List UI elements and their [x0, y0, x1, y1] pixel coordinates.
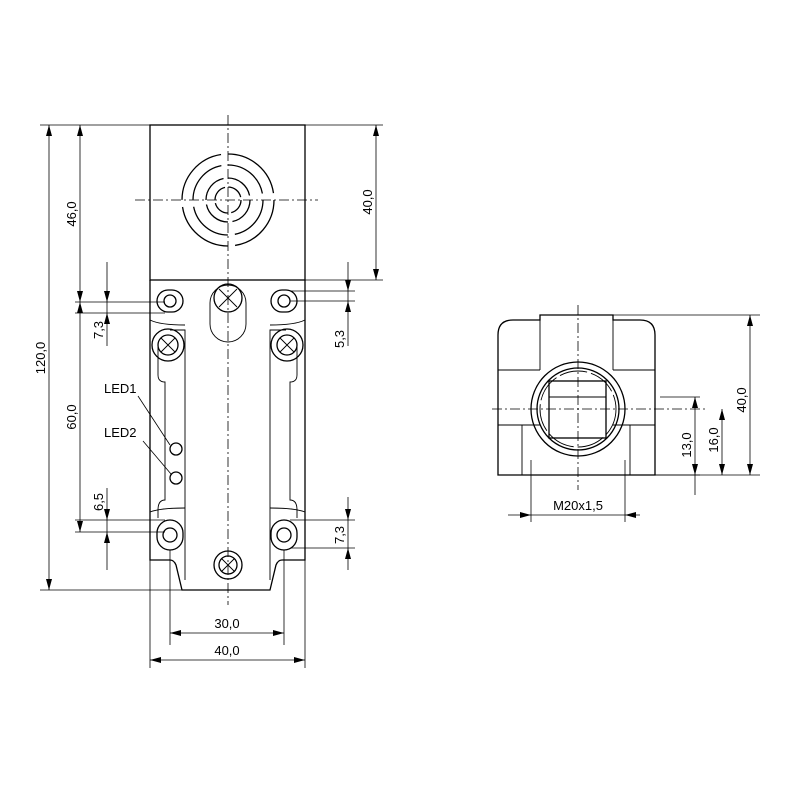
- mounting-hole-bottom-right: [270, 519, 298, 551]
- top-screw-cross: [218, 288, 238, 308]
- dim-side-height: 40,0: [734, 387, 749, 412]
- mounting-hole-top-right-inner: [277, 294, 291, 308]
- mounting-hole-top-left-inner: [163, 294, 177, 308]
- dim-total-width: 40,0: [214, 643, 239, 658]
- top-screw-slot: [209, 284, 247, 343]
- dim-top-section: 46,0: [64, 201, 79, 226]
- bottom-screw: [213, 550, 243, 580]
- dim-sensing-face: 40,0: [360, 189, 375, 214]
- cover-bottom-curves: [149, 507, 306, 513]
- cover-top-curves: [149, 319, 306, 326]
- led2-leader: [142, 440, 172, 475]
- dim-base-width: 30,0: [214, 616, 239, 631]
- led1-indicator: [169, 442, 183, 456]
- dim-hole-offset-bottom-left: 6,5: [91, 493, 106, 511]
- dim-hole-offset-top-right: 5,3: [332, 330, 347, 348]
- sensing-head-outline: [149, 124, 306, 281]
- thread-port-thread: [539, 370, 617, 448]
- side-view: 40,0 16,0 13,0 M20x1,5: [492, 305, 760, 522]
- front-view: LED1 LED2 120,0 46,0 60,0 7,3: [33, 115, 383, 668]
- mounting-hole-bottom-left: [156, 519, 184, 551]
- dim-thread-offset: 13,0: [679, 432, 694, 457]
- right-cover-recess: [289, 345, 298, 518]
- dim-hole-spacing: 60,0: [64, 404, 79, 429]
- led2-indicator: [169, 471, 183, 485]
- dim-thread: M20x1,5: [553, 498, 603, 513]
- dim-thread-center-height: 16,0: [706, 427, 721, 452]
- dim-total-height: 120,0: [33, 342, 48, 375]
- led1-leader: [137, 395, 171, 446]
- left-cover-recess: [157, 345, 166, 518]
- thread-port-insert: [548, 380, 607, 439]
- terminal-screw-left: [151, 328, 185, 362]
- mounting-hole-top-left: [156, 289, 184, 313]
- housing-body-outline: [149, 280, 306, 591]
- top-screw: [213, 283, 243, 313]
- led2-label: LED2: [104, 425, 137, 440]
- led1-label: LED1: [104, 381, 137, 396]
- terminal-screw-right: [270, 328, 304, 362]
- dim-hole-offset-bottom-right: 7,3: [332, 526, 347, 544]
- dim-hole-offset-top-left: 7,3: [91, 321, 106, 339]
